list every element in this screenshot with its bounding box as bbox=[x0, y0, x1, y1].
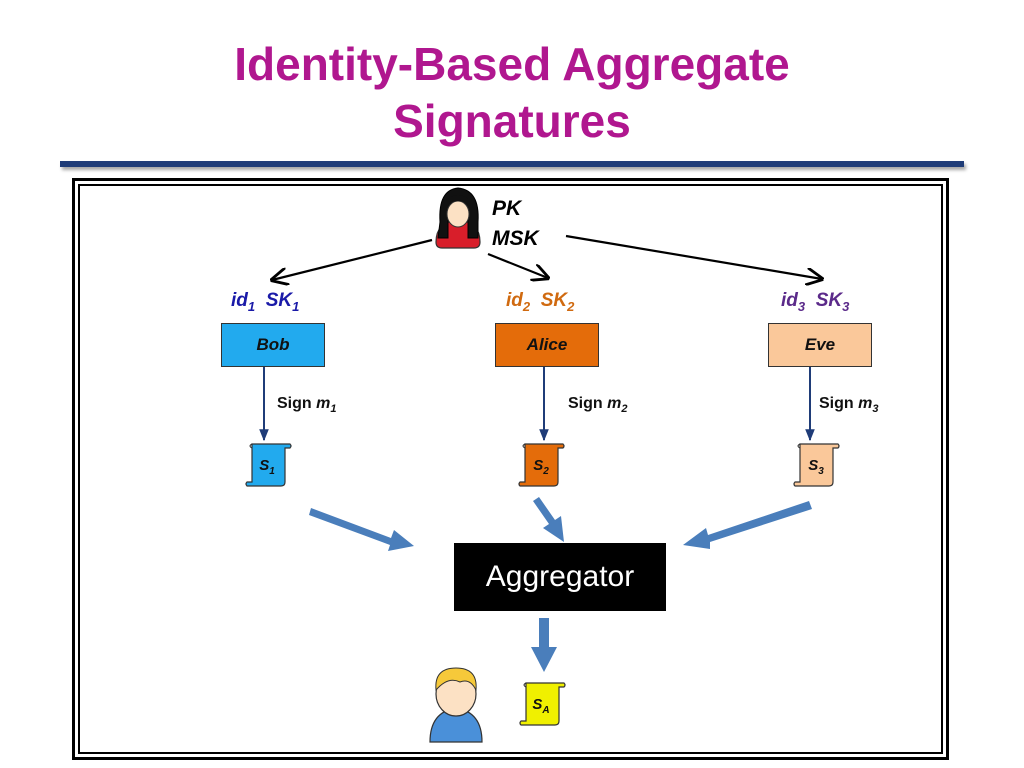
user2-id-sk-label: id2 SK2 bbox=[506, 290, 575, 314]
aggregate-signature-label: SA bbox=[532, 696, 550, 716]
title-line-1: Identity-Based Aggregate bbox=[234, 38, 790, 90]
signature-label-1: S1 bbox=[259, 457, 275, 477]
flow-arrow-output bbox=[531, 618, 557, 672]
signature-label-2: S2 bbox=[533, 457, 549, 477]
sign-label-2: Sign m2 bbox=[568, 395, 628, 416]
flow-arrows bbox=[309, 497, 812, 672]
sign-label-3: Sign m3 bbox=[819, 395, 879, 416]
key-arrow-eve bbox=[565, 234, 822, 279]
user3-id-sk-label: id3 SK3 bbox=[781, 290, 850, 314]
verifier-avatar-icon bbox=[429, 667, 483, 743]
master-secret-key-label: MSK bbox=[492, 227, 539, 250]
scroll-s1 bbox=[245, 443, 292, 487]
title-underline bbox=[60, 161, 964, 167]
user-box-bob: Bob bbox=[221, 323, 325, 367]
authority-avatar-icon bbox=[435, 187, 481, 249]
flow-arrow-alice bbox=[533, 497, 564, 542]
diagram-frame-inner bbox=[78, 184, 943, 754]
scroll-s2 bbox=[518, 443, 565, 487]
sign-label-1: Sign m1 bbox=[277, 395, 337, 416]
user1-id-sk-label: id1 SK1 bbox=[231, 290, 300, 314]
public-key-label: PK bbox=[492, 197, 522, 220]
flow-arrow-eve bbox=[683, 501, 812, 549]
key-arrow-bob bbox=[272, 238, 433, 280]
scroll-sa bbox=[519, 682, 566, 726]
flow-arrow-bob bbox=[309, 508, 414, 551]
aggregator-box: Aggregator bbox=[454, 543, 666, 611]
user-box-eve: Eve bbox=[768, 323, 872, 367]
scroll-s3 bbox=[793, 443, 840, 487]
key-arrow-alice bbox=[487, 252, 548, 278]
signature-label-3: S3 bbox=[808, 457, 824, 477]
slide-title: Identity-Based Aggregate Signatures bbox=[0, 36, 1024, 150]
title-line-2: Signatures bbox=[393, 95, 631, 147]
user-box-alice: Alice bbox=[495, 323, 599, 367]
